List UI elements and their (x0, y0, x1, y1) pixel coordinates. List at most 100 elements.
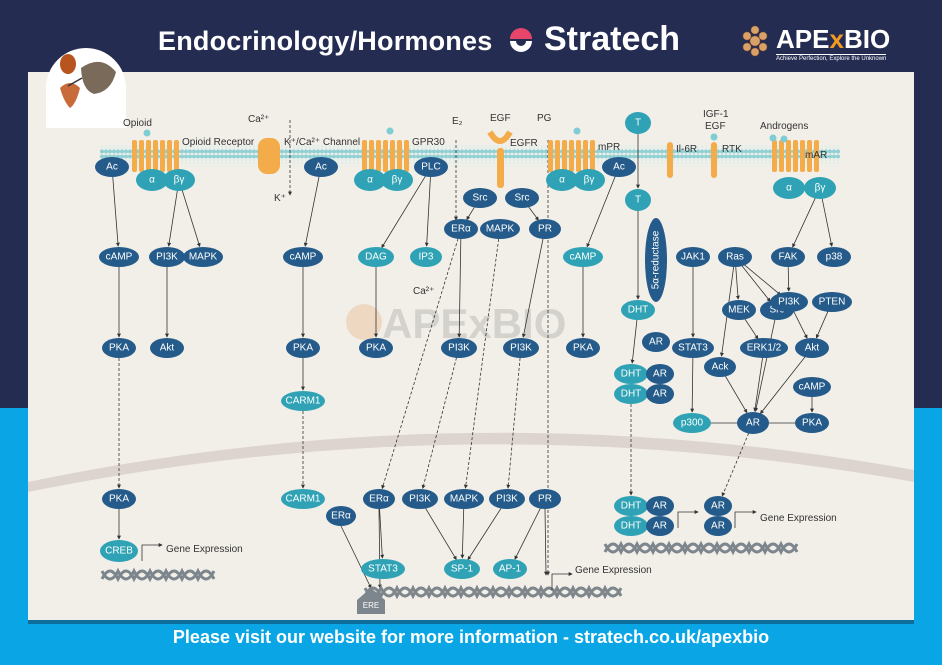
node-pka4[interactable]: PKA (566, 338, 600, 358)
node-pi3k2[interactable]: PI3K (441, 338, 477, 358)
node-pka1n[interactable]: PKA (102, 489, 136, 509)
node-alpha2[interactable]: α (354, 169, 386, 191)
node-erk[interactable]: ERK1/2 (740, 338, 788, 358)
mar-receptor-icon (814, 140, 819, 172)
node-label: ERα (331, 511, 351, 522)
node-pi3kn2[interactable]: PI3K (489, 489, 525, 509)
node-t2[interactable]: T (625, 189, 651, 211)
label-rtk: RTK (722, 144, 742, 155)
node-ar8[interactable]: AR (704, 516, 732, 536)
node-ip3[interactable]: IP3 (410, 247, 442, 267)
node-bg4[interactable]: βγ (804, 177, 836, 199)
node-sp1[interactable]: SP-1 (444, 559, 480, 579)
opioid-receptor-icon (139, 140, 144, 172)
node-label: Ac (106, 162, 118, 173)
node-carm1[interactable]: CARM1 (281, 391, 325, 411)
node-era2[interactable]: ERα (326, 506, 356, 526)
node-ar7[interactable]: AR (704, 496, 732, 516)
node-era1[interactable]: ERα (444, 219, 478, 239)
node-ar1[interactable]: AR (642, 332, 670, 352)
node-dht1[interactable]: DHT (621, 300, 655, 320)
label-gene-expression-creb: Gene Expression (166, 544, 243, 555)
node-label: ERα (451, 224, 471, 235)
node-camp4[interactable]: cAMP (793, 377, 831, 397)
arrow (792, 197, 816, 248)
gpr30-receptor-icon (404, 140, 409, 172)
node-dht2[interactable]: DHT (614, 364, 648, 384)
node-src2[interactable]: Src (505, 188, 539, 208)
node-bg3[interactable]: βγ (573, 169, 605, 191)
node-label: AR (653, 501, 667, 512)
node-stat3a[interactable]: STAT3 (672, 338, 714, 358)
node-shape (358, 247, 394, 267)
node-ack[interactable]: Ack (704, 357, 736, 377)
node-mapk2[interactable]: MAPK (480, 219, 520, 239)
node-label: AR (653, 369, 667, 380)
node-pten[interactable]: PTEN (812, 292, 852, 312)
node-pka5[interactable]: PKA (795, 413, 829, 433)
node-alpha1[interactable]: α (136, 169, 168, 191)
node-era3[interactable]: ERα (363, 489, 395, 509)
node-fak[interactable]: FAK (771, 247, 805, 267)
node-label: PKA (293, 343, 313, 354)
node-ap1[interactable]: AP-1 (493, 559, 527, 579)
node-ac3[interactable]: Ac (602, 157, 636, 177)
node-dag[interactable]: DAG (358, 247, 394, 267)
node-label: PR (538, 494, 552, 505)
footer-website-link[interactable]: Please visit our website for more inform… (172, 627, 770, 647)
node-ar5[interactable]: AR (646, 496, 674, 516)
node-ac1[interactable]: Ac (95, 157, 129, 177)
node-jak1[interactable]: JAK1 (676, 247, 710, 267)
arrow (521, 238, 544, 338)
node-ar4[interactable]: AR (737, 412, 769, 434)
node-shape (642, 332, 670, 352)
node-bg2[interactable]: βγ (381, 169, 413, 191)
node-ar3[interactable]: AR (646, 384, 674, 404)
label-mpr: mPR (598, 142, 620, 153)
node-alpha4[interactable]: α (773, 177, 805, 199)
node-ac2[interactable]: Ac (304, 157, 338, 177)
node-plc[interactable]: PLC (414, 157, 448, 177)
node-label: PKA (109, 343, 129, 354)
node-camp1[interactable]: cAMP (99, 247, 139, 267)
mpr-receptor-icon (569, 140, 574, 172)
node-pi3k1[interactable]: PI3K (149, 247, 185, 267)
node-alpha3[interactable]: α (546, 169, 578, 191)
node-mek[interactable]: MEK (722, 300, 756, 320)
node-ar6[interactable]: AR (646, 516, 674, 536)
node-mapk1[interactable]: MAPK (183, 247, 223, 267)
node-reductase[interactable]: 5α-reductase (645, 218, 667, 302)
node-ar2[interactable]: AR (646, 364, 674, 384)
node-pi3kn1[interactable]: PI3K (402, 489, 438, 509)
node-camp2[interactable]: cAMP (283, 247, 323, 267)
node-pi3k4[interactable]: PI3K (770, 292, 808, 312)
label-e2: E₂ (452, 116, 463, 127)
node-dht5[interactable]: DHT (614, 516, 648, 536)
node-pr1[interactable]: PR (529, 219, 561, 239)
node-prn[interactable]: PR (529, 489, 561, 509)
node-shape (381, 169, 413, 191)
node-p38[interactable]: p38 (817, 247, 851, 267)
node-pka2[interactable]: PKA (286, 338, 320, 358)
node-shape (326, 506, 356, 526)
node-bg1[interactable]: βγ (163, 169, 195, 191)
node-shape (573, 169, 605, 191)
node-src1[interactable]: Src (463, 188, 497, 208)
node-p300[interactable]: p300 (673, 413, 711, 433)
node-mapkn[interactable]: MAPK (444, 489, 484, 509)
node-stat3b[interactable]: STAT3 (361, 559, 405, 579)
node-ras[interactable]: Ras (718, 247, 752, 267)
node-carm1n[interactable]: CARM1 (281, 489, 325, 509)
node-label: SP-1 (451, 564, 474, 575)
arrow (735, 266, 740, 300)
node-pka3[interactable]: PKA (359, 338, 393, 358)
node-pka1[interactable]: PKA (102, 338, 136, 358)
node-dht3[interactable]: DHT (614, 384, 648, 404)
node-akt2[interactable]: Akt (795, 338, 829, 358)
node-t1[interactable]: T (625, 112, 651, 134)
node-creb[interactable]: CREB (100, 540, 138, 562)
node-dht4[interactable]: DHT (614, 496, 648, 516)
node-akt1[interactable]: Akt (150, 338, 184, 358)
node-camp3[interactable]: cAMP (563, 247, 603, 267)
node-pi3k3[interactable]: PI3K (503, 338, 539, 358)
